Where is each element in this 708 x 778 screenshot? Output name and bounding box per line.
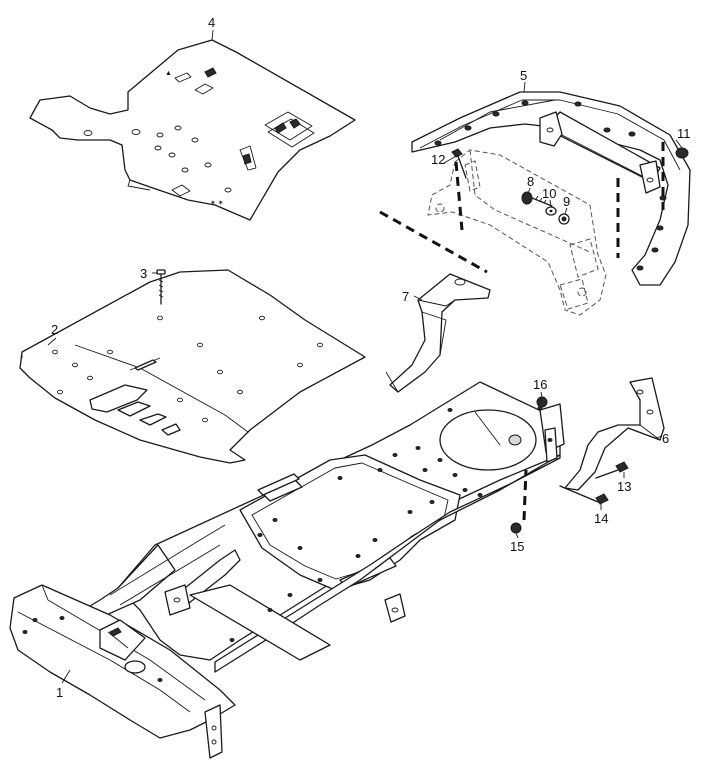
nut-15 xyxy=(510,522,522,534)
bolt-8 xyxy=(521,191,553,207)
callout-14: 14 xyxy=(594,511,608,526)
callout-15: 15 xyxy=(510,539,524,554)
callout-7: 7 xyxy=(402,289,409,304)
mount-bracket-6 xyxy=(564,377,665,491)
bolt-14 xyxy=(559,485,609,505)
washer-10 xyxy=(545,206,557,216)
callout-4: 4 xyxy=(208,15,215,30)
assembly-line-nut-15 xyxy=(522,469,528,521)
callout-labels: 1 2 3 4 5 6 7 8 9 10 11 12 13 14 15 16 xyxy=(51,15,691,700)
nut-11 xyxy=(675,147,689,159)
callout-13: 13 xyxy=(617,479,631,494)
callout-10: 10 xyxy=(542,186,556,201)
callout-2: 2 xyxy=(51,322,58,337)
nut-9 xyxy=(558,213,570,225)
callout-16: 16 xyxy=(533,377,547,392)
bolt-12 xyxy=(451,148,467,179)
floor-pan xyxy=(19,269,366,464)
main-frame xyxy=(9,381,565,759)
callout-11: 11 xyxy=(677,126,691,141)
svg-text:✶ ✶: ✶ ✶ xyxy=(210,199,224,207)
callout-5: 5 xyxy=(520,68,527,83)
warning-decal-icons: ✶ ✶ ▲ xyxy=(165,67,315,207)
floor-mat: ✶ ✶ ▲ xyxy=(29,39,356,221)
callout-3: 3 xyxy=(140,266,147,281)
screw-3 xyxy=(156,269,166,305)
svg-text:▲: ▲ xyxy=(165,70,172,77)
assembly-line-bracket-7 xyxy=(379,210,488,274)
callout-leaders xyxy=(47,29,683,684)
callout-6: 6 xyxy=(662,431,669,446)
callout-1: 1 xyxy=(56,685,63,700)
callout-8: 8 xyxy=(527,174,534,189)
rear-bumper xyxy=(411,91,691,286)
bolt-13 xyxy=(595,461,629,479)
callout-12: 12 xyxy=(431,152,445,167)
mount-bracket-7 xyxy=(385,273,491,393)
assembly-line-bolt-12 xyxy=(454,161,464,231)
callout-9: 9 xyxy=(563,194,570,209)
rear-frame-phantom xyxy=(427,149,607,316)
